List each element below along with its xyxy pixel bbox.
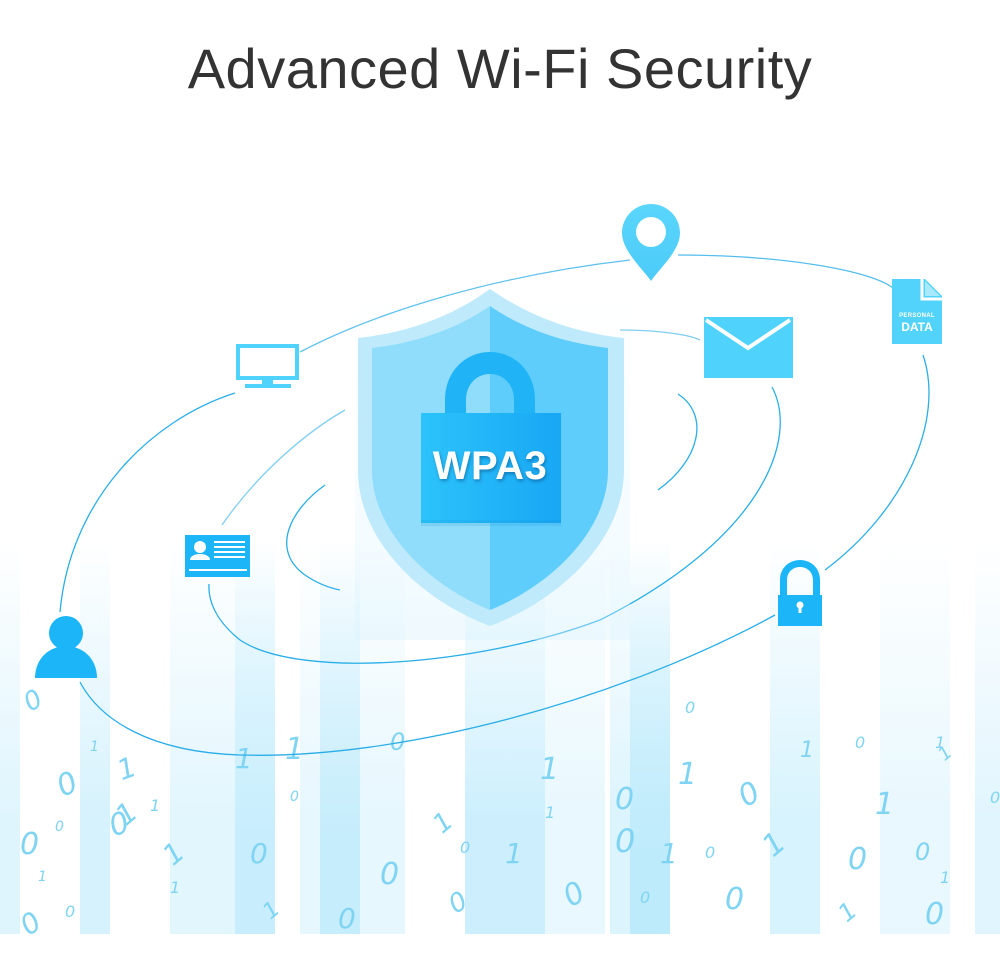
binary-digit: 1: [540, 752, 560, 787]
binary-digit: 1: [505, 837, 523, 870]
binary-digit: 1: [90, 739, 99, 755]
binary-digit: 0: [460, 838, 471, 857]
binary-digit: 1: [170, 878, 181, 897]
outer-orbit: [59, 254, 930, 756]
bg-stripe: [880, 540, 950, 934]
binary-digit: 1: [150, 796, 161, 815]
binary-digit: 0: [55, 819, 64, 835]
personal-data-label-top: PERSONAL: [899, 313, 935, 319]
id-card-icon: [185, 535, 250, 577]
binary-digit: 0: [338, 902, 356, 934]
binary-digit: 0: [20, 827, 40, 862]
binary-digit: 0: [640, 888, 651, 907]
binary-digit: 0: [685, 698, 696, 717]
binary-digit: 1: [660, 837, 678, 870]
middle-orbit: [208, 329, 781, 664]
monitor-icon: [236, 344, 299, 380]
binary-digit: 0: [725, 882, 745, 917]
bg-stripe: [630, 540, 670, 934]
binary-digit: 0: [380, 857, 400, 892]
user-icon: [35, 616, 97, 678]
binary-digit: 1: [940, 868, 951, 887]
bg-stripe: [0, 540, 20, 934]
wpa3-badge: WPA3: [432, 444, 548, 488]
bg-stripe: [975, 540, 1000, 934]
binary-digit: 1: [235, 742, 253, 775]
binary-digit: 1: [38, 869, 47, 885]
binary-digit: 1: [935, 733, 946, 752]
bg-stripe: [320, 540, 360, 934]
location-pin-icon: [622, 204, 680, 281]
binary-digit: 1: [875, 787, 895, 822]
bg-stripe: [235, 540, 275, 934]
binary-digit: 0: [848, 842, 868, 877]
binary-digit: 0: [615, 822, 636, 860]
binary-digit: 0: [390, 728, 406, 756]
binary-digit: 0: [705, 843, 716, 862]
bg-stripe: [80, 540, 110, 934]
binary-digit: 1: [285, 732, 305, 767]
personal-data-label-bottom: DATA: [901, 320, 933, 334]
binary-digit: 0: [290, 789, 299, 805]
binary-digit: 0: [65, 902, 76, 921]
binary-digit: 0: [990, 788, 1000, 807]
binary-digit: 1: [678, 757, 698, 792]
padlock-icon: [778, 560, 822, 626]
binary-digit: 1: [545, 803, 556, 822]
binary-digit: 0: [250, 837, 268, 870]
inner-orbit: [286, 393, 698, 591]
binary-digit: 1: [800, 738, 814, 763]
page-title: Advanced Wi-Fi Security: [187, 37, 813, 100]
binary-digit: 0: [925, 897, 945, 932]
binary-digit: 0: [855, 733, 866, 752]
personal-data-file-icon: [892, 279, 942, 344]
envelope-icon: [704, 317, 793, 378]
binary-digit: 0: [615, 782, 635, 817]
wpa3-padlock-icon: [421, 352, 561, 526]
binary-digit: 0: [915, 838, 931, 866]
